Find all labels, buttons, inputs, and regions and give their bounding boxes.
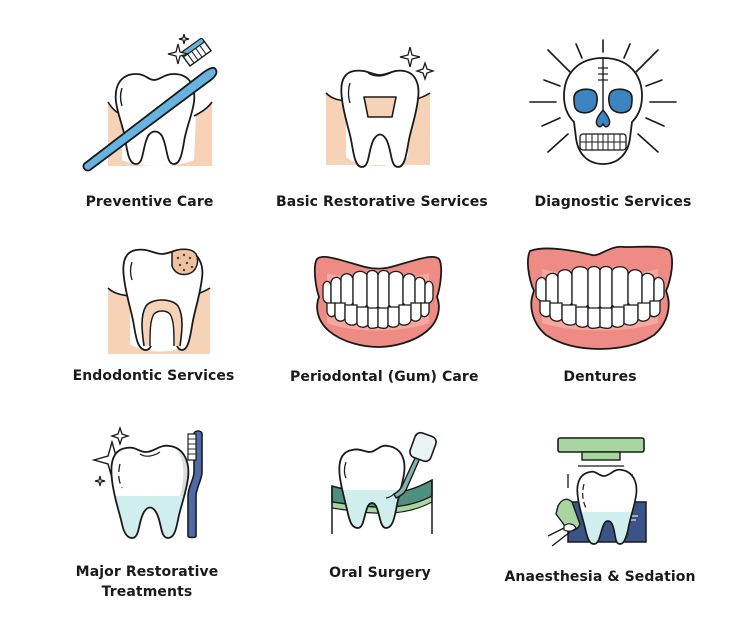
dentures-icon bbox=[527, 245, 673, 350]
service-label: Diagnostic Services bbox=[534, 194, 692, 210]
service-label: Preventive Care bbox=[85, 194, 214, 210]
service-label-line1: Major Restorative bbox=[75, 564, 219, 580]
service-label: Oral Surgery bbox=[329, 565, 431, 581]
service-label: Periodontal (Gum) Care bbox=[290, 369, 479, 385]
filled-tooth-icon bbox=[325, 46, 436, 168]
tooth-xray-scanner-icon bbox=[547, 437, 647, 547]
toothbrush-tooth-icon bbox=[82, 33, 218, 172]
service-label: Basic Restorative Services bbox=[276, 194, 488, 210]
gums-teeth-icon bbox=[313, 255, 443, 348]
skull-xray-icon bbox=[529, 39, 677, 165]
decayed-tooth-root-icon bbox=[107, 248, 211, 354]
sparkling-tooth-toothbrush-icon bbox=[91, 425, 203, 539]
service-label: Anaesthesia & Sedation bbox=[504, 569, 696, 585]
service-label: Dentures bbox=[563, 369, 637, 385]
service-label-line2: Treatments bbox=[101, 584, 193, 600]
tooth-surgery-tool-icon bbox=[331, 431, 437, 534]
service-label: Major Restorative Treatments bbox=[72, 562, 222, 602]
service-label: Endodontic Services bbox=[72, 368, 235, 384]
